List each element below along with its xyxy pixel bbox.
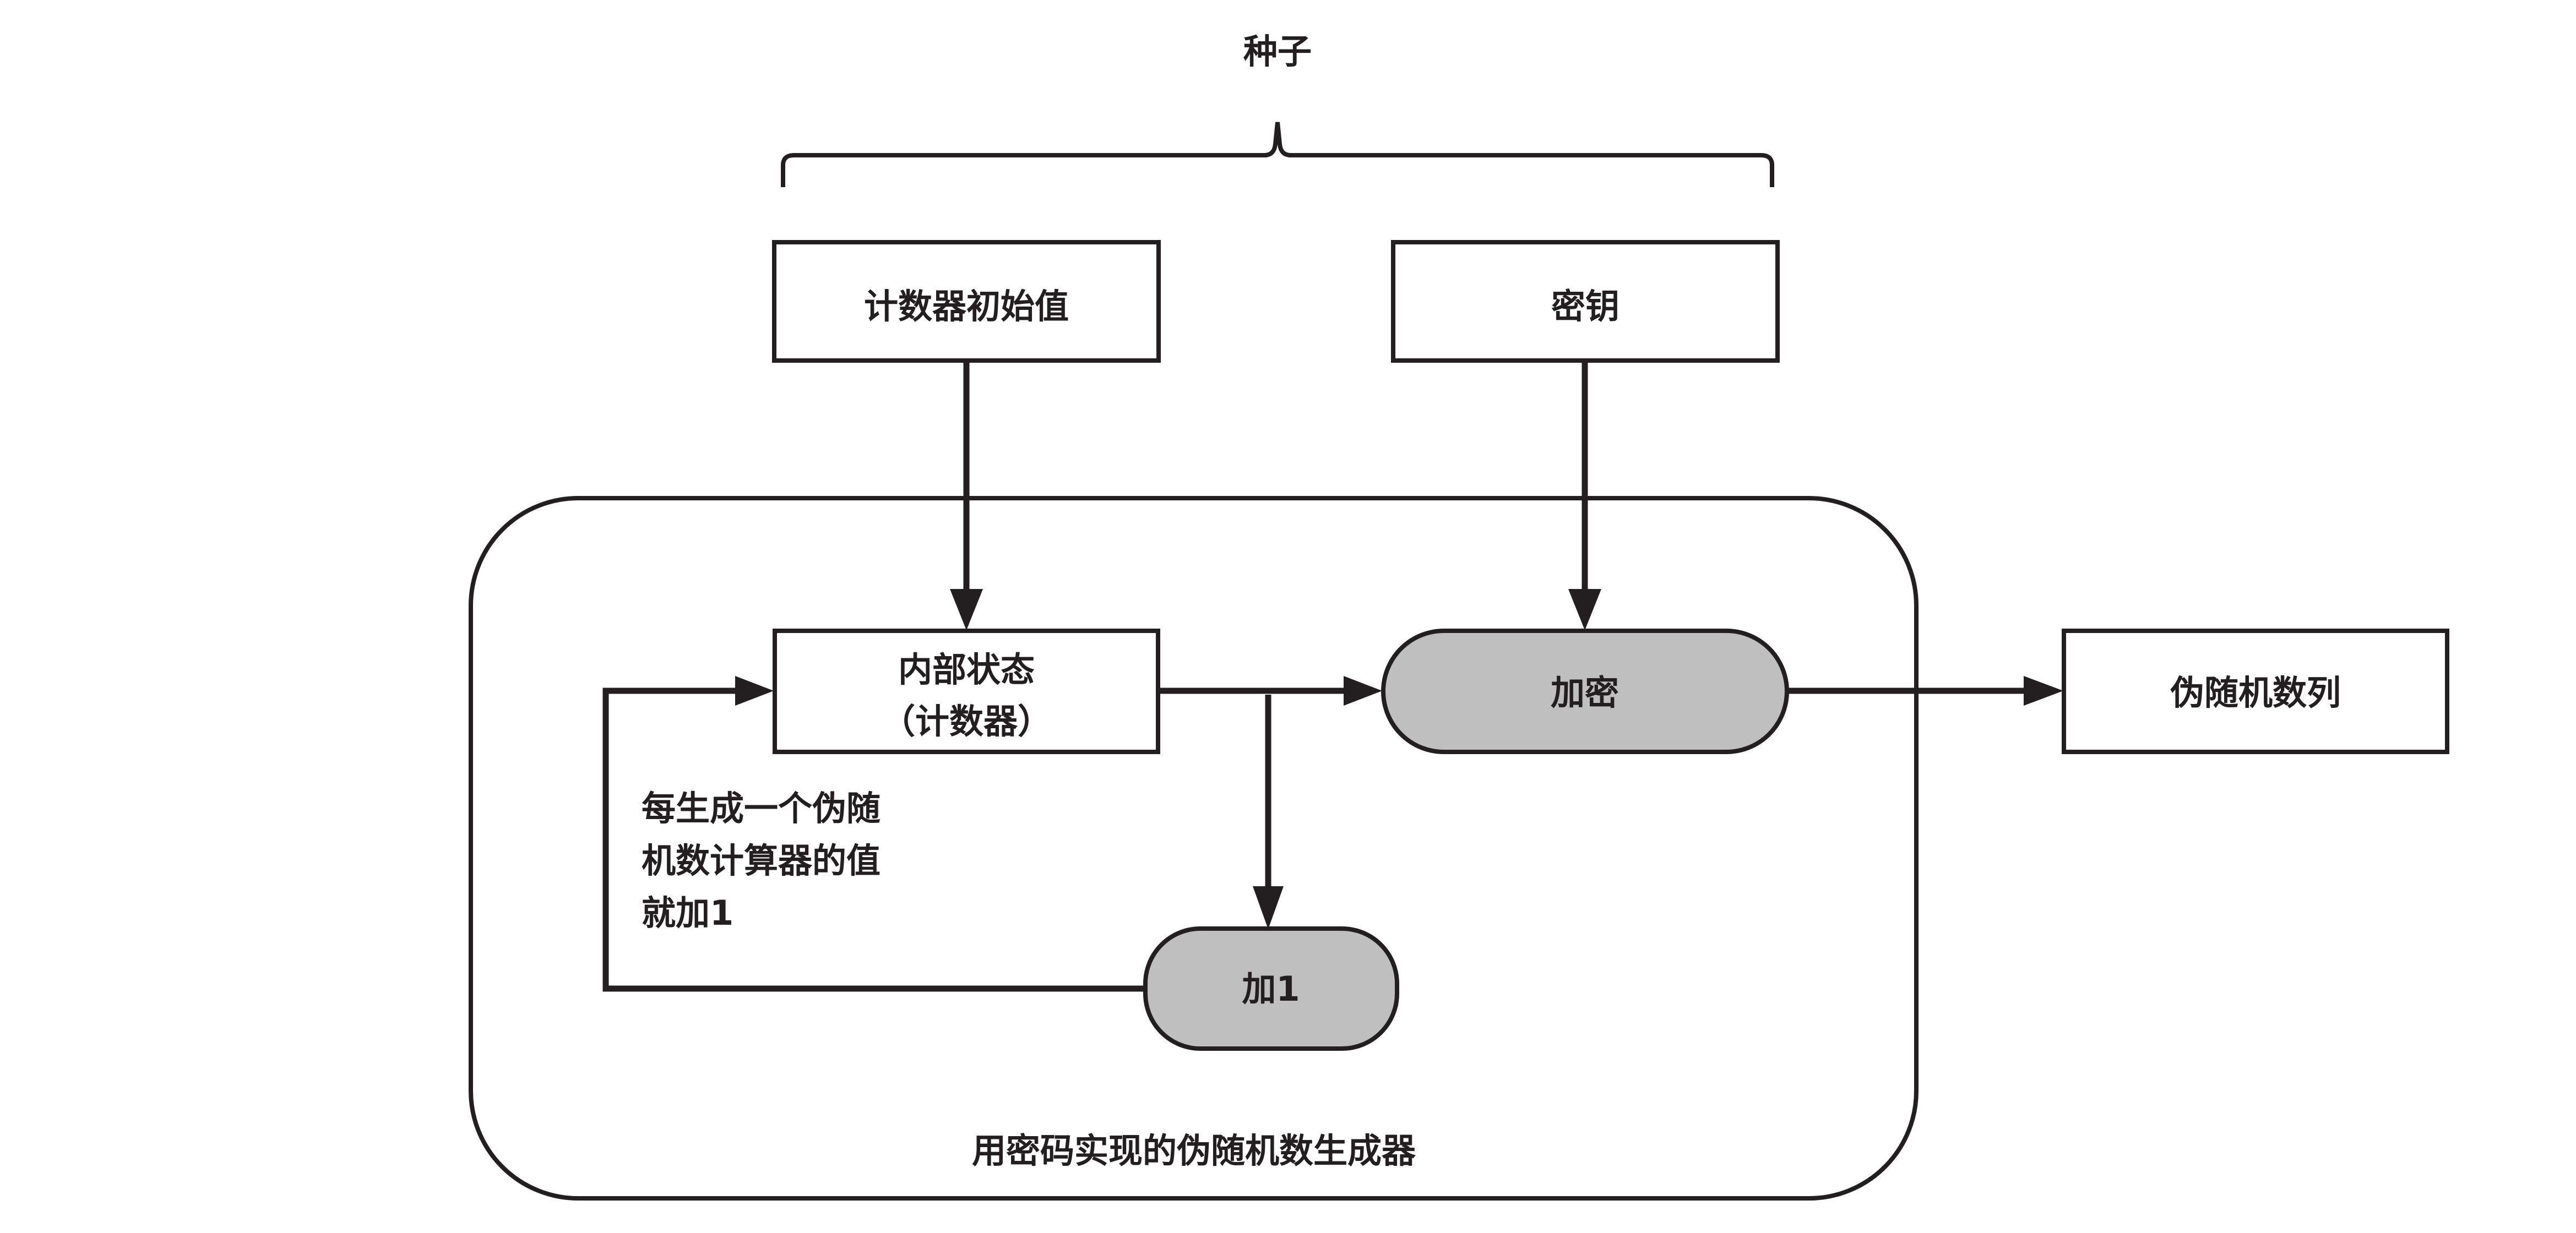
arrow-increment-loop [602,688,1145,992]
arrowhead-encrypt-to-output [2024,676,2063,706]
arrowhead-increment-loop [735,676,774,706]
arrowhead-key-to-encrypt [1568,589,1601,630]
encrypt-pill: 加密 [1381,629,1789,754]
key-label: 密钥 [1551,286,1619,326]
note-line2: 机数计算器的值 [642,841,881,881]
arrowhead-branch-to-increment [1253,886,1284,929]
internal-state-box: 内部状态 （计数器） [773,629,1160,754]
arrowhead-state-to-encrypt [1344,676,1382,706]
internal-state-line2: （计数器） [881,701,1052,741]
counter-init-box: 计数器初始值 [772,240,1161,363]
key-box: 密钥 [1391,240,1780,363]
output-label: 伪随机数列 [2170,673,2341,713]
note-line1: 每生成一个伪随 [642,788,881,828]
seed-brace [781,122,1774,187]
prng-container [469,496,1919,1201]
internal-state-line1: 内部状态 [898,650,1035,690]
encrypt-label: 加密 [1551,673,1619,713]
arrowhead-counter-to-state [950,589,983,630]
increment-pill: 加1 [1143,926,1399,1051]
increment-label: 加1 [1242,969,1300,1009]
counter-init-label: 计数器初始值 [864,286,1069,326]
seed-label: 种子 [1243,31,1312,72]
container-label: 用密码实现的伪随机数生成器 [972,1131,1416,1171]
note-line3: 就加1 [642,893,733,933]
output-box: 伪随机数列 [2062,629,2449,754]
